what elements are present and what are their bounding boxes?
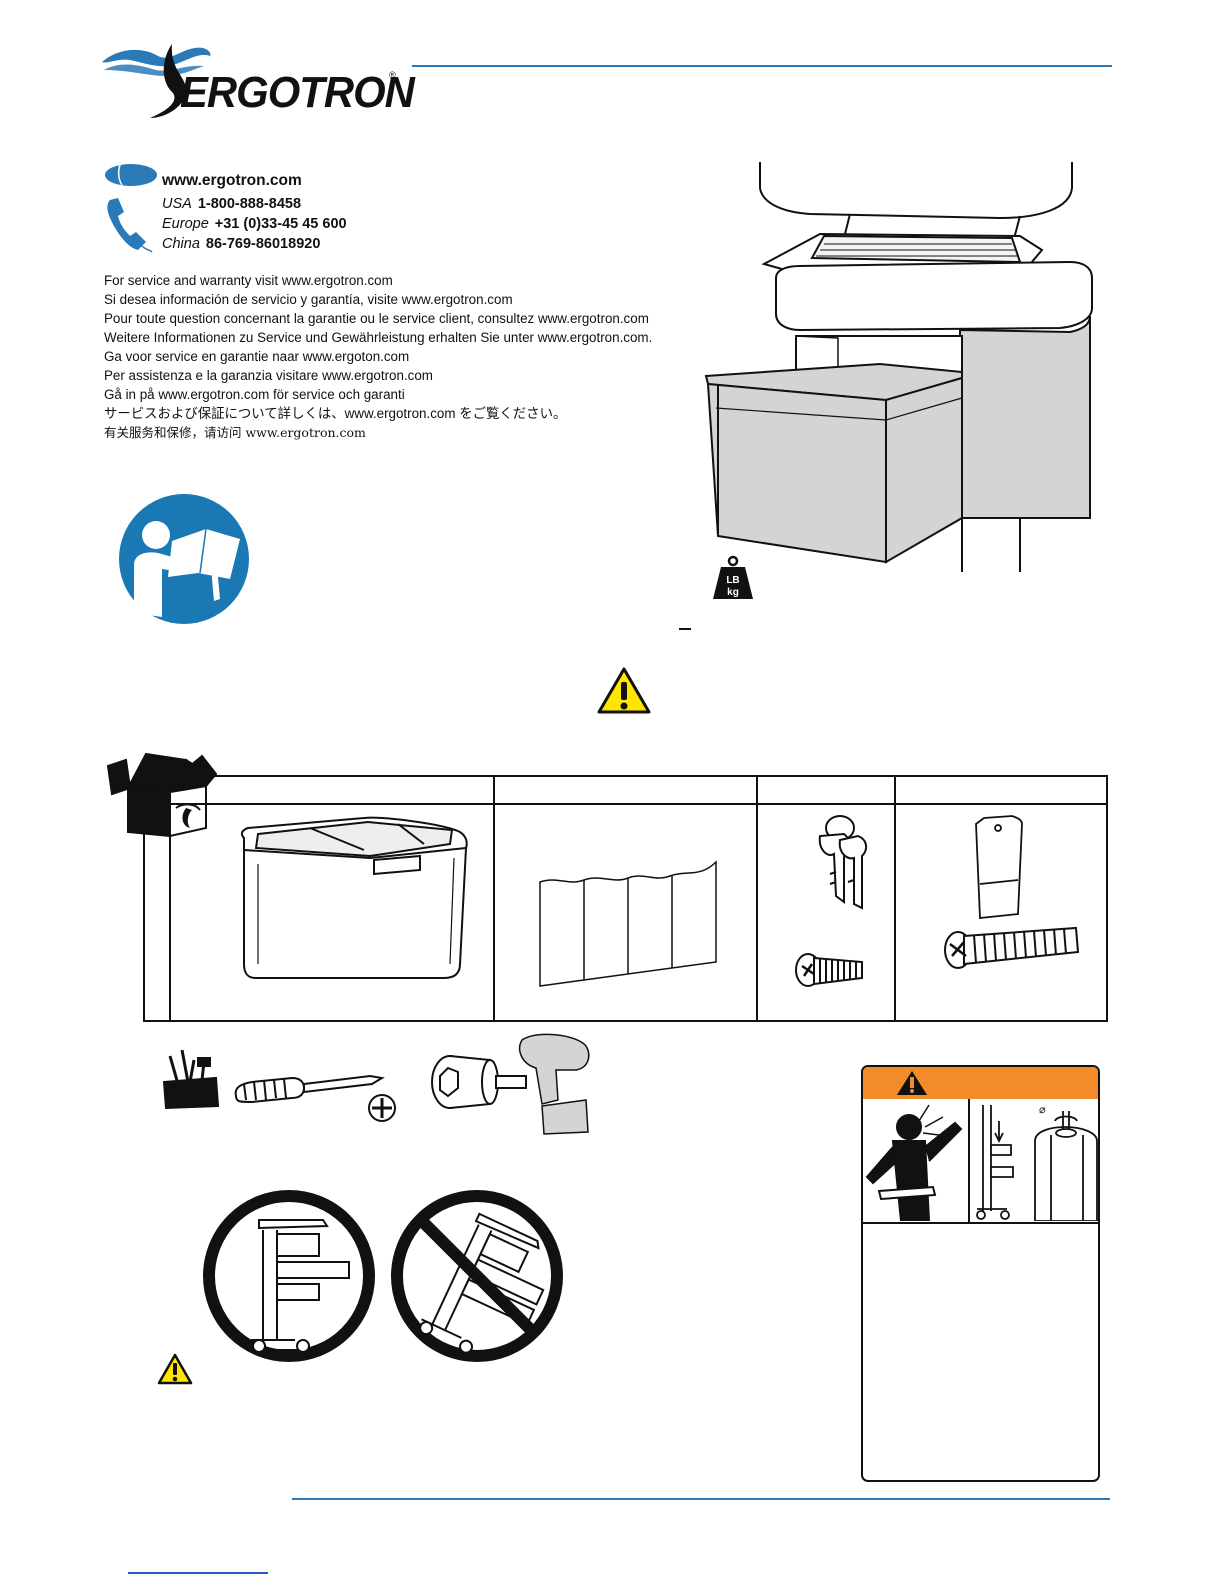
phone-row-usa: USA 1-800-888-8458 — [162, 196, 301, 212]
phone-icon — [107, 198, 153, 253]
drawer-part-image — [240, 816, 468, 979]
caution-triangle-icon — [597, 667, 651, 714]
trademark-symbol: ® — [389, 70, 396, 80]
spring-tension-injury-image — [865, 1104, 963, 1221]
weight-icon: LB kg — [713, 555, 753, 599]
table-divider — [756, 777, 758, 1020]
cart-spring-adjust-image: ⌀ — [976, 1103, 1098, 1221]
socket-driver-image — [431, 1033, 590, 1135]
weight-dash — [679, 628, 691, 630]
phone-region: China — [162, 236, 200, 252]
phone-row-europe: Europe +31 (0)33-45 45 600 — [162, 216, 347, 232]
incorrect-tipping-image — [391, 1190, 563, 1362]
warning-panel: ⌀ — [861, 1065, 1100, 1482]
service-line: Si desea información de servicio y garan… — [104, 292, 513, 307]
table-divider — [493, 777, 495, 1020]
service-line: サービスおよび保証について詳しくは、www.ergotron.com をご覧くだ… — [104, 406, 567, 421]
phone-row-china: China 86-769-86018920 — [162, 236, 320, 252]
service-line: Weitere Informationen zu Service und Gew… — [104, 330, 653, 345]
service-line: 有关服务和保修，请访问 www.ergotron.com — [104, 425, 366, 440]
divider-panels-image — [539, 860, 717, 987]
phone-number[interactable]: 86-769-86018920 — [205, 236, 321, 252]
weight-unit-kg: kg — [727, 587, 739, 598]
package-contents-table — [143, 775, 1108, 1022]
warning-image-rule — [863, 1222, 1098, 1224]
website-link[interactable]: www.ergotron.com — [162, 172, 302, 189]
phone-region: USA — [162, 196, 192, 212]
footer-rule — [292, 1498, 1110, 1500]
service-line: For service and warranty visit www.ergot… — [104, 273, 393, 288]
header-rule — [412, 65, 1112, 67]
phillips-screwdriver-image — [234, 1074, 396, 1122]
short-screw-image — [795, 953, 863, 987]
diameter-symbol: ⌀ — [1039, 1103, 1046, 1116]
table-header-rule — [145, 803, 1106, 805]
correct-orientation-image — [203, 1190, 375, 1362]
service-line: Pour toute question concernant la garant… — [104, 311, 649, 326]
ergotron-logo-swoosh — [102, 44, 211, 118]
service-line: Gå in på www.ergotron.com för service oc… — [104, 387, 405, 402]
table-divider — [894, 777, 896, 1020]
table-divider — [169, 803, 171, 1020]
drawer-installed-illustration — [704, 162, 1093, 572]
warning-triangle-icon — [897, 1071, 927, 1095]
keys-image — [818, 815, 868, 910]
weight-unit-lb: LB — [726, 575, 739, 586]
service-line: Per assistenza e la garanzia visitare ww… — [104, 368, 433, 383]
service-warranty-list: For service and warranty visit www.ergot… — [104, 271, 664, 442]
phone-region: Europe — [162, 216, 209, 232]
phone-number[interactable]: +31 (0)33-45 45 600 — [214, 216, 347, 232]
bracket-plate-image — [975, 815, 1023, 919]
phone-number[interactable]: 1-800-888-8458 — [197, 196, 302, 212]
footer-link-underline — [128, 1572, 268, 1574]
warning-image-divider — [968, 1099, 970, 1223]
caution-triangle-icon-small — [157, 1353, 193, 1385]
service-line: Ga voor service en garantie naar www.erg… — [104, 349, 410, 364]
long-screw-image — [944, 926, 1080, 969]
brand-wordmark: ERGOTRON — [180, 68, 415, 117]
toolbox-icon — [162, 1049, 220, 1110]
mouse-icon — [105, 164, 157, 186]
read-manual-icon — [119, 494, 249, 624]
